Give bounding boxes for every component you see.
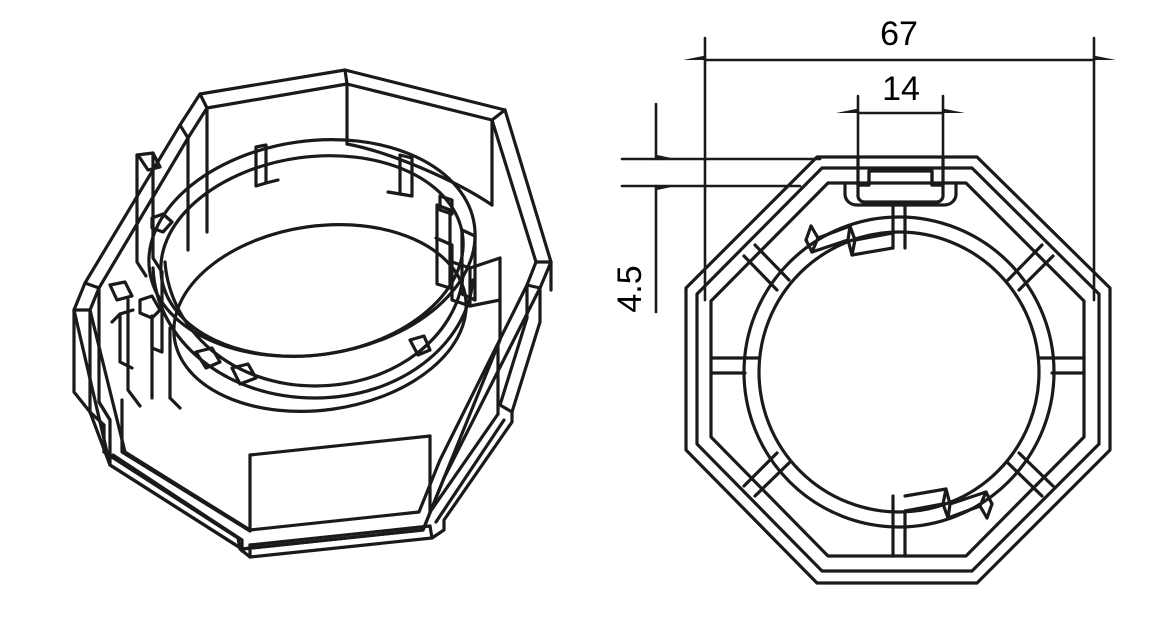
dimension-value-14: 14 [882, 70, 920, 108]
iso-base-body-front2 [248, 434, 432, 457]
ring-notch-step-d [804, 224, 813, 242]
ring-notch-bot-right [903, 487, 994, 506]
iso-rib-right-1 [435, 203, 452, 290]
bore-ring-inner [757, 230, 1041, 514]
iso-base-top-edge [88, 338, 502, 551]
top-slot-recess-2 [856, 169, 945, 204]
iso-right-tall-panel [510, 286, 542, 414]
ring-notch-step-b [810, 236, 820, 254]
rib-upper-left [753, 243, 791, 282]
iso-rib-back-right [398, 153, 414, 198]
rib-upper-right [1006, 243, 1044, 282]
iso-base-bottom-lip4 [434, 418, 506, 524]
octagon-outer-2 [695, 166, 1101, 573]
iso-left-rib-inner [126, 298, 142, 408]
ring-notch-step-f [978, 490, 988, 508]
iso-back-wall-bottom [345, 142, 494, 207]
iso-left-hook [150, 212, 174, 234]
top-slot-cut [856, 155, 945, 187]
ring-notch-step-a [846, 224, 852, 242]
ring-notch-step-g [941, 487, 948, 506]
iso-base-bottom-lip2 [111, 453, 244, 553]
iso-rim-face-left3 [83, 281, 101, 290]
iso-base-bottom-lip [102, 403, 514, 559]
iso-bore-step-bottom3 [408, 334, 432, 357]
iso-base-bottom-inner2 [428, 524, 434, 540]
iso-base-left-face3 [97, 400, 112, 422]
iso-left-hook3 [110, 308, 135, 324]
iso-bore-inner-floor [172, 223, 468, 413]
iso-left-step [108, 280, 134, 302]
iso-rim-face-top [343, 68, 349, 86]
iso-right-shelf [450, 260, 472, 308]
octagon-inner [709, 181, 1086, 558]
iso-bore-step-bottom [194, 346, 222, 370]
rib-lower-right-2 [1017, 451, 1055, 488]
iso-rib-back-right-b [386, 190, 402, 196]
dimension-value-67: 67 [880, 15, 918, 53]
bore-ring-outer [742, 215, 1056, 529]
ring-notch-top-left [804, 238, 895, 257]
iso-rim-face-left [198, 92, 209, 110]
iso-rib-right-3 [434, 236, 472, 270]
octagon-outer [684, 155, 1112, 585]
iso-bore-bottom-arc2 [163, 260, 465, 388]
ring-notch-step-e [946, 502, 952, 520]
ring-notch-step-h [985, 502, 994, 520]
iso-right-shelf3 [468, 256, 502, 270]
rib-lower-left-2 [742, 451, 779, 488]
dimension-value-4-5: 4.5 [611, 265, 649, 312]
iso-right-hook [438, 194, 454, 216]
iso-right-tall-panel2 [498, 283, 529, 407]
iso-left-notch [135, 151, 162, 172]
ring-notch-step-c [850, 238, 857, 257]
iso-base-body-right2 [428, 412, 500, 514]
rib-lower-right [1006, 461, 1044, 498]
iso-rib-back-left-b [264, 178, 280, 185]
top-slot-recess [843, 181, 958, 207]
iso-rib-right-2 [460, 228, 477, 302]
iso-left-hook2 [138, 294, 162, 320]
iso-left-panel [151, 151, 164, 274]
rib-upper-left-2 [742, 254, 779, 292]
iso-base-left-face [72, 308, 92, 414]
rib-lower-left [753, 461, 791, 498]
iso-bore-notch-left [150, 316, 164, 354]
iso-inner-col-left [135, 153, 148, 278]
iso-bore-step-bottom2 [230, 362, 258, 386]
isometric-view [72, 68, 553, 559]
iso-base-left-face2 [88, 410, 106, 427]
iso-base-bottom-lip3 [248, 524, 432, 547]
iso-bore-notch-left2 [118, 312, 134, 370]
iso-rim-face-right [490, 108, 507, 122]
rib-upper-right-2 [1017, 254, 1055, 292]
iso-inner-col-left3 [168, 396, 182, 410]
iso-rim-face-right3 [525, 283, 542, 290]
iso-base-body-left [120, 398, 252, 533]
iso-rim-face-left2 [178, 123, 190, 140]
section-view [684, 155, 1112, 585]
dimension-annotations [620, 36, 1116, 314]
